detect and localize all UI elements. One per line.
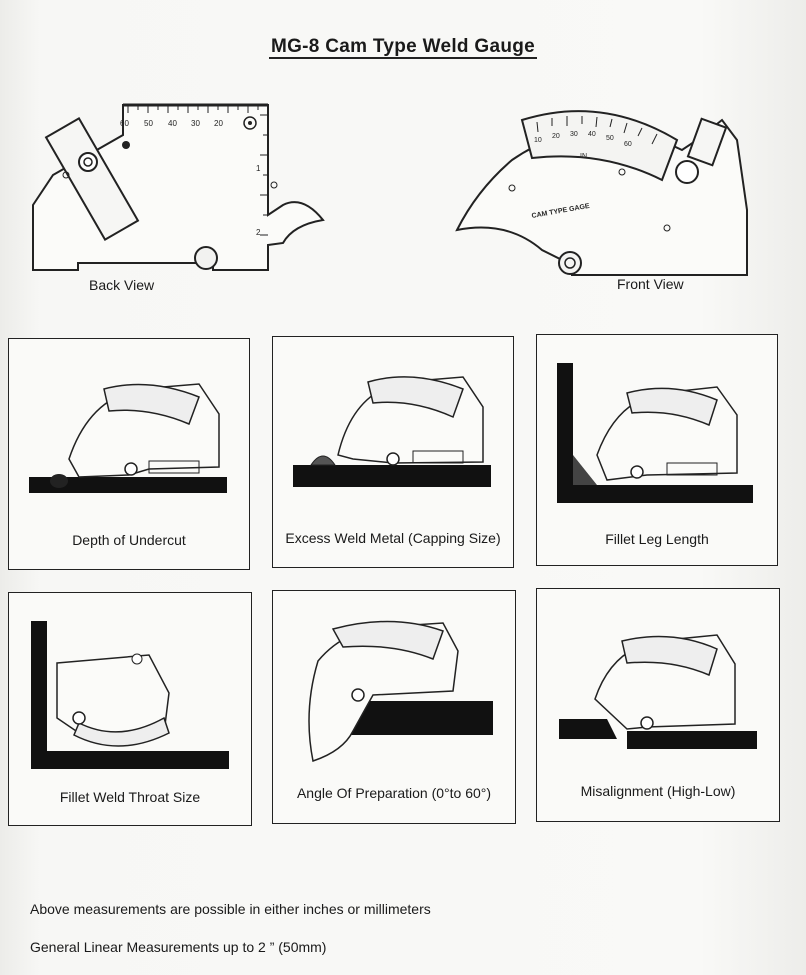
back-scale-label-30: 30 [191,119,200,128]
front-scale-label-30: 30 [570,131,578,138]
panel-label-fillet-weld-throat-size: Fillet Weld Throat Size [59,789,201,805]
angle-of-preparation-illustration [308,620,493,762]
back-scale-label-40: 40 [168,119,177,128]
misalignment-illustration [559,634,757,749]
back-view-figure: 60 50 40 30 20 1 2 [32,103,325,271]
panel-excess-weld-metal: Excess Weld Metal (Capping Size) [272,336,514,568]
front-inch-label: IN [580,153,587,160]
back-side-label-2: 2 [256,228,261,237]
back-scale-label-20: 20 [214,119,223,128]
fillet-leg-length-illustration [557,363,753,503]
note-inches-or-millimeters: Above measurements are possible in eithe… [30,901,431,917]
panel-label-depth-of-undercut: Depth of Undercut [72,532,186,548]
front-scale-label-40: 40 [588,131,596,138]
front-view-caption: Front View [617,276,684,292]
panel-fillet-leg-length: Fillet Leg Length [536,334,778,566]
back-scale-label-50: 50 [144,119,153,128]
note-linear-measurements: General Linear Measurements up to 2 ” (5… [30,939,327,955]
panel-angle-of-preparation: Angle Of Preparation (0°to 60°) [272,590,516,824]
panel-label-misalignment: Misalignment (High-Low) [580,783,736,799]
front-scale-label-60: 60 [624,141,632,148]
front-view-figure: 10 20 30 40 50 60 IN CAM TYPE GAGE [455,110,748,276]
depth-of-undercut-illustration [29,383,227,493]
panel-label-angle-of-preparation: Angle Of Preparation (0°to 60°) [296,785,492,801]
panel-misalignment: Misalignment (High-Low) [536,588,780,822]
back-side-label-1: 1 [256,164,261,173]
panel-fillet-weld-throat-size: Fillet Weld Throat Size [8,592,252,826]
back-scale-label-60: 60 [120,119,129,128]
document-title: MG-8 Cam Type Weld Gauge [268,36,538,59]
panel-depth-of-undercut: Depth of Undercut [8,338,250,570]
panel-label-fillet-leg-length: Fillet Leg Length [605,531,709,547]
back-view-caption: Back View [89,277,155,293]
excess-weld-metal-illustration [293,376,491,487]
fillet-weld-throat-illustration [31,621,229,769]
panel-label-excess-weld-metal: Excess Weld Metal (Capping Size) [285,530,501,546]
front-scale-label-50: 50 [606,135,614,142]
front-scale-label-10: 10 [534,137,542,144]
front-scale-label-20: 20 [552,133,560,140]
